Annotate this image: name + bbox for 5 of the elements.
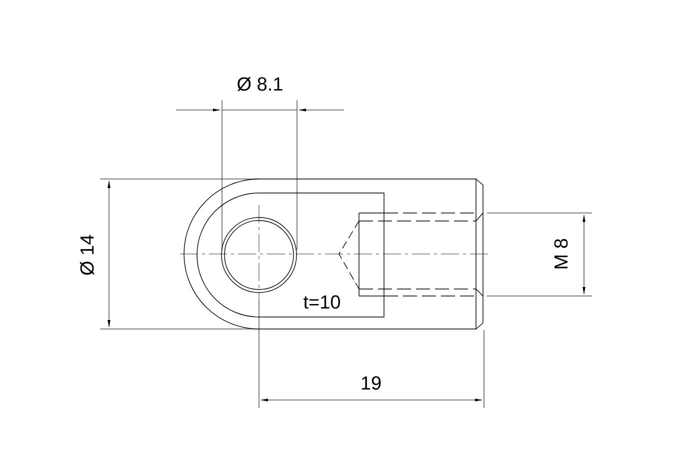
dimension-label: Ø 14 [80, 234, 94, 275]
dimension-label: M 8 [554, 239, 568, 268]
dimension-label: t=10 [304, 295, 340, 309]
dimension-label: Ø 8.1 [237, 76, 282, 92]
dimension-label: 19 [362, 376, 381, 390]
